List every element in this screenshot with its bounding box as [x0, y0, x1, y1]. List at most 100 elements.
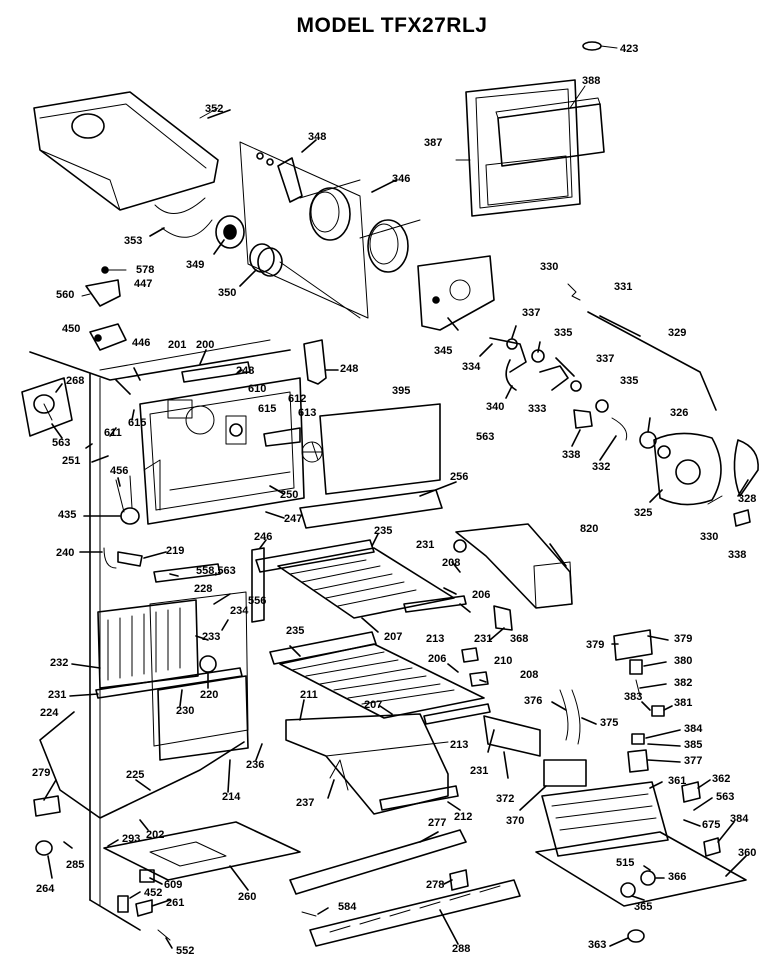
- label-556: 556: [248, 595, 267, 607]
- part-248-light-bar: [181, 361, 251, 383]
- label-381: 381: [674, 697, 693, 709]
- part-212-trim: [379, 785, 459, 811]
- label-326: 326: [670, 407, 689, 419]
- label-578: 578: [136, 264, 155, 276]
- label-820: 820: [580, 523, 599, 535]
- label-232: 232: [50, 657, 69, 669]
- part-335b-washer: [595, 399, 609, 413]
- part-337b-bushing: [570, 380, 582, 392]
- label-248-upper: 248: [236, 365, 255, 377]
- part-380-coil: [629, 659, 643, 675]
- label-225: 225: [126, 769, 145, 781]
- part-379-valve-bracket: [613, 629, 653, 661]
- label-376: 376: [524, 695, 543, 707]
- part-334-arm: [489, 337, 527, 373]
- label-384-upper: 384: [684, 723, 703, 735]
- label-395: 395: [392, 385, 411, 397]
- label-350: 350: [218, 287, 237, 299]
- label-231-left: 231: [48, 689, 67, 701]
- label-332: 332: [592, 461, 611, 473]
- part-452-plate: [117, 895, 129, 913]
- label-365: 365: [634, 901, 653, 913]
- label-200: 200: [196, 339, 215, 351]
- label-220: 220: [200, 689, 219, 701]
- label-210: 210: [494, 655, 513, 667]
- label-208-upper: 208: [442, 557, 461, 569]
- part-366-grommet: [640, 870, 656, 886]
- label-288: 288: [452, 943, 471, 955]
- part-584-screw: [301, 911, 317, 917]
- label-377: 377: [684, 755, 703, 767]
- part-240-hook: [103, 547, 117, 569]
- label-250: 250: [280, 489, 299, 501]
- label-615-lower: 615: [128, 417, 147, 429]
- label-261: 261: [166, 897, 185, 909]
- label-206-lower: 206: [428, 653, 447, 665]
- part-612-lamp-socket: [263, 427, 301, 447]
- part-260-drain-pan: [103, 821, 301, 881]
- label-234: 234: [230, 605, 249, 617]
- part-349-gear: [215, 215, 245, 249]
- label-228: 228: [194, 583, 213, 595]
- label-379-right: 379: [674, 633, 693, 645]
- label-330-lower: 330: [700, 531, 719, 543]
- part-340-lever: [505, 359, 517, 391]
- label-230: 230: [176, 705, 195, 717]
- label-337-lower: 337: [596, 353, 615, 365]
- part-820-ice-maker: [453, 523, 573, 609]
- label-385: 385: [684, 739, 703, 751]
- part-382-screw: [635, 679, 641, 697]
- label-329: 329: [668, 327, 687, 339]
- part-213b-shelf-trim: [423, 703, 491, 725]
- label-346: 346: [392, 173, 411, 185]
- label-231-lower: 231: [470, 765, 489, 777]
- label-338-lower: 338: [728, 549, 747, 561]
- label-435: 435: [58, 509, 77, 521]
- part-279-clip: [33, 795, 61, 817]
- part-362-bracket: [681, 781, 701, 803]
- label-380: 380: [674, 655, 693, 667]
- label-340: 340: [486, 401, 505, 413]
- part-330-spring: [567, 283, 581, 301]
- label-563-right: 563: [716, 791, 735, 803]
- label-268: 268: [66, 375, 85, 387]
- label-260: 260: [238, 891, 257, 903]
- refrigerator-case: [29, 339, 291, 931]
- label-370: 370: [506, 815, 525, 827]
- label-450: 450: [62, 323, 81, 335]
- label-328: 328: [738, 493, 757, 505]
- part-213-shelf-trim: [403, 595, 467, 613]
- label-387: 387: [424, 137, 443, 149]
- label-212: 212: [454, 811, 473, 823]
- label-345: 345: [434, 345, 453, 357]
- label-447: 447: [134, 278, 153, 290]
- lower-shelf: [269, 631, 485, 719]
- label-423: 423: [620, 43, 639, 55]
- label-231-mid: 231: [474, 633, 493, 645]
- label-558-563: 558,563: [196, 565, 236, 577]
- part-261-clip: [135, 899, 153, 917]
- label-375: 375: [600, 717, 619, 729]
- label-361: 361: [668, 775, 687, 787]
- part-248-bracket: [303, 339, 327, 385]
- label-353: 353: [124, 235, 143, 247]
- part-372-cover: [483, 715, 541, 757]
- part-365-grommet: [620, 882, 636, 898]
- part-208-bracket: [469, 671, 489, 687]
- label-563-mid: 563: [476, 431, 495, 443]
- part-346-auger-drum: [299, 179, 421, 273]
- label-552: 552: [176, 945, 195, 957]
- part-381-nut: [651, 705, 665, 717]
- label-335-lower: 335: [620, 375, 639, 387]
- label-285: 285: [66, 859, 85, 871]
- label-207-upper: 207: [384, 631, 403, 643]
- label-383: 383: [624, 691, 643, 703]
- part-376-wire-harness: [559, 689, 581, 745]
- part-250-control-housing: [139, 377, 305, 525]
- label-362: 362: [712, 773, 731, 785]
- part-363-fitting: [627, 929, 645, 943]
- label-330-top: 330: [540, 261, 559, 273]
- part-288-grille: [309, 879, 521, 947]
- part-348-bracket: [256, 152, 303, 203]
- part-277-rail: [289, 829, 467, 895]
